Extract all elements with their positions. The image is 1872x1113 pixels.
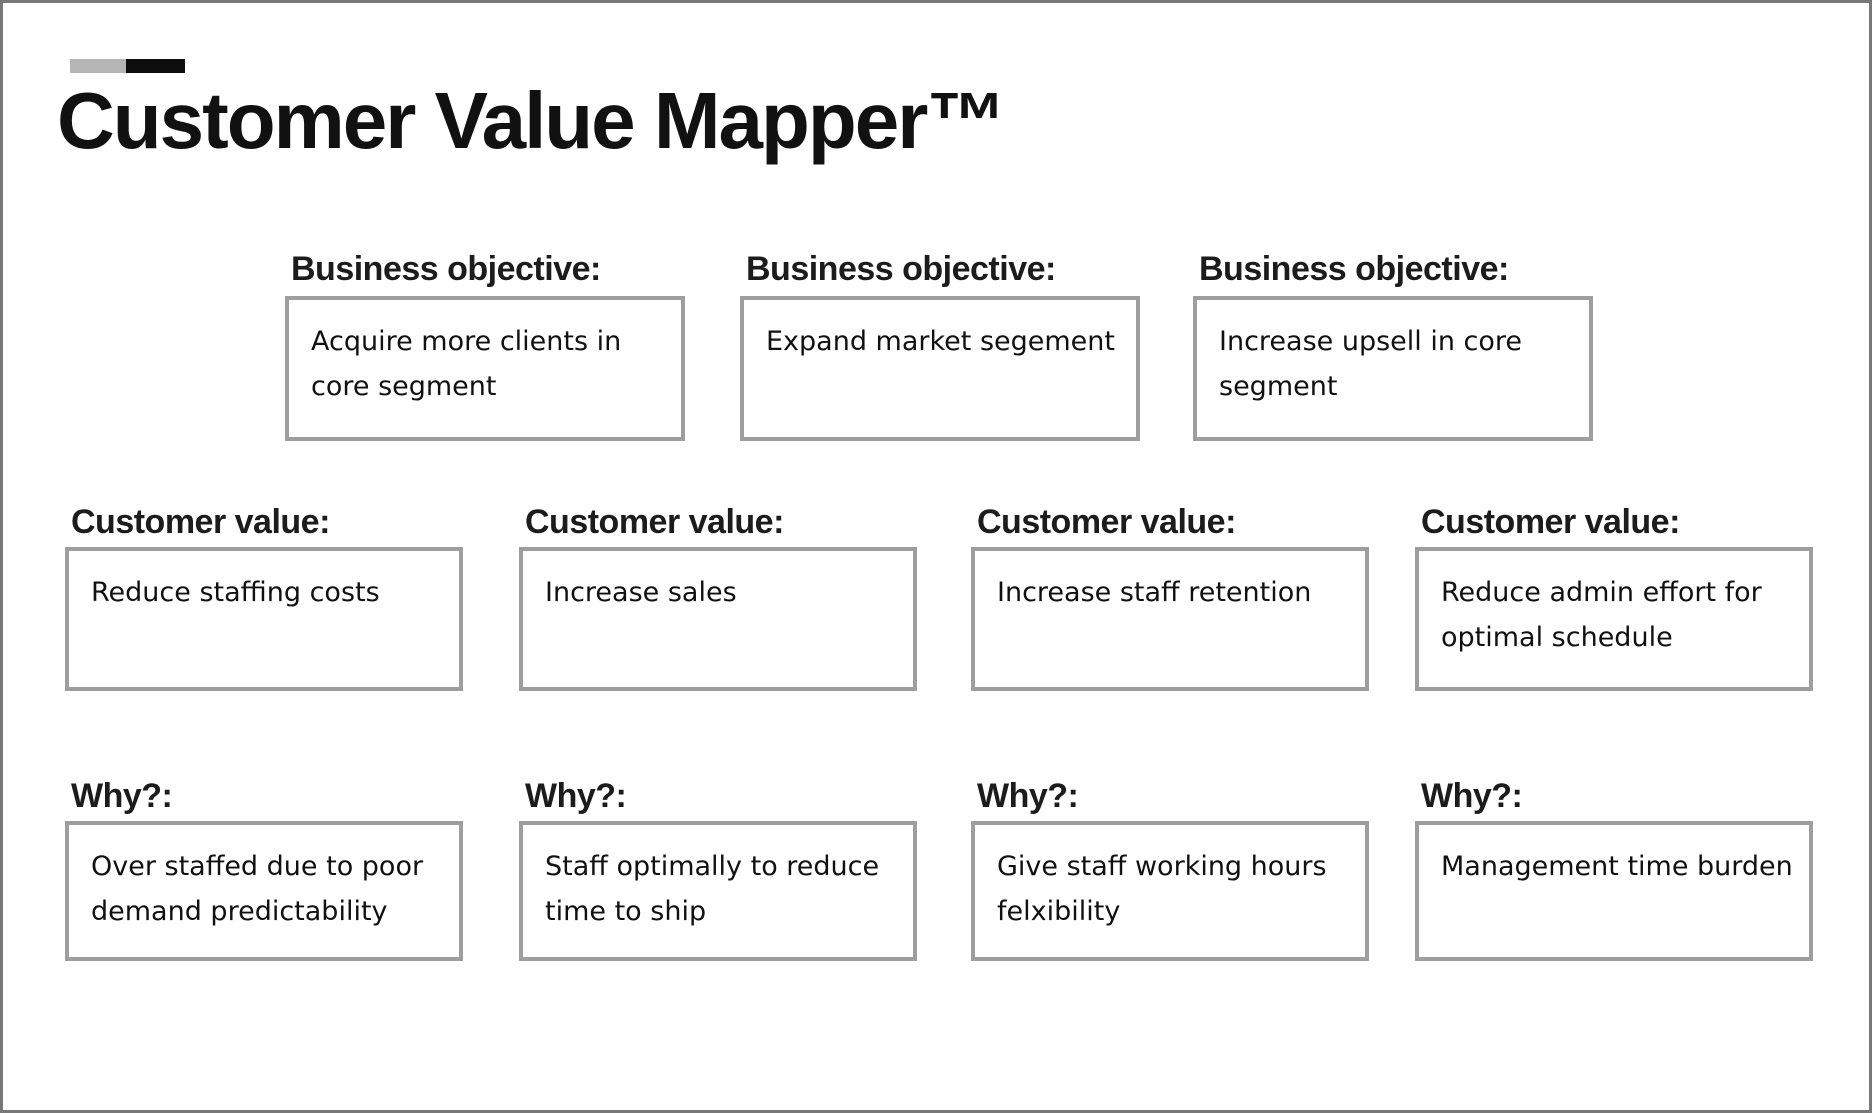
why-cell-1: Why?: Over staffed due to poor demand pr… — [65, 776, 463, 961]
customer-value-cell-2: Customer value: Increase sales — [519, 502, 917, 691]
business-objective-label-1: Business objective: — [291, 250, 601, 288]
why-label-4: Why?: — [1421, 777, 1523, 815]
why-cell-3: Why?: Give staff working hours felxibili… — [971, 776, 1369, 961]
customer-value-box-3[interactable]: Increase staff retention — [971, 547, 1369, 691]
business-objective-label-3: Business objective: — [1199, 250, 1509, 288]
customer-value-text-3: Increase staff retention — [997, 577, 1312, 608]
page-title: Customer Value Mapper™ — [57, 76, 1006, 165]
business-objective-box-1[interactable]: Acquire more clients in core segment — [285, 296, 685, 441]
why-text-2: Staff optimally to reduce time to ship — [545, 851, 880, 927]
business-objective-label-2: Business objective: — [746, 250, 1056, 288]
customer-value-text-1: Reduce staffing costs — [91, 577, 380, 608]
why-box-2[interactable]: Staff optimally to reduce time to ship — [519, 821, 917, 961]
customer-value-box-2[interactable]: Increase sales — [519, 547, 917, 691]
business-objective-box-2[interactable]: Expand market segement — [740, 296, 1140, 441]
customer-value-box-4[interactable]: Reduce admin effort for optimal schedule — [1415, 547, 1813, 691]
customer-value-text-2: Increase sales — [545, 577, 737, 608]
customer-value-text-4: Reduce admin effort for optimal schedule — [1441, 577, 1762, 653]
why-label-2: Why?: — [525, 777, 627, 815]
why-cell-4: Why?: Management time burden — [1415, 776, 1813, 961]
business-objective-text-1: Acquire more clients in core segment — [311, 326, 622, 402]
customer-value-cell-4: Customer value: Reduce admin effort for … — [1415, 502, 1813, 691]
customer-value-box-1[interactable]: Reduce staffing costs — [65, 547, 463, 691]
why-text-1: Over staffed due to poor demand predicta… — [91, 851, 424, 927]
business-objective-cell-1: Business objective: Acquire more clients… — [285, 249, 685, 441]
brand-bar — [70, 59, 185, 73]
customer-value-cell-3: Customer value: Increase staff retention — [971, 502, 1369, 691]
why-cell-2: Why?: Staff optimally to reduce time to … — [519, 776, 917, 961]
brand-bar-black-segment — [126, 59, 185, 73]
customer-value-label-4: Customer value: — [1421, 503, 1680, 541]
business-objective-cell-3: Business objective: Increase upsell in c… — [1193, 249, 1593, 441]
brand-bar-gray-segment — [70, 59, 126, 73]
business-objective-text-2: Expand market segement — [766, 326, 1115, 357]
business-objective-box-3[interactable]: Increase upsell in core segment — [1193, 296, 1593, 441]
why-box-3[interactable]: Give staff working hours felxibility — [971, 821, 1369, 961]
customer-value-label-1: Customer value: — [71, 503, 330, 541]
why-box-4[interactable]: Management time burden — [1415, 821, 1813, 961]
why-text-4: Management time burden — [1441, 851, 1793, 882]
why-box-1[interactable]: Over staffed due to poor demand predicta… — [65, 821, 463, 961]
why-label-1: Why?: — [71, 777, 173, 815]
customer-value-cell-1: Customer value: Reduce staffing costs — [65, 502, 463, 691]
customer-value-label-2: Customer value: — [525, 503, 784, 541]
business-objective-cell-2: Business objective: Expand market segeme… — [740, 249, 1140, 441]
why-label-3: Why?: — [977, 777, 1079, 815]
why-text-3: Give staff working hours felxibility — [997, 851, 1327, 927]
business-objective-text-3: Increase upsell in core segment — [1219, 326, 1523, 402]
customer-value-label-3: Customer value: — [977, 503, 1236, 541]
